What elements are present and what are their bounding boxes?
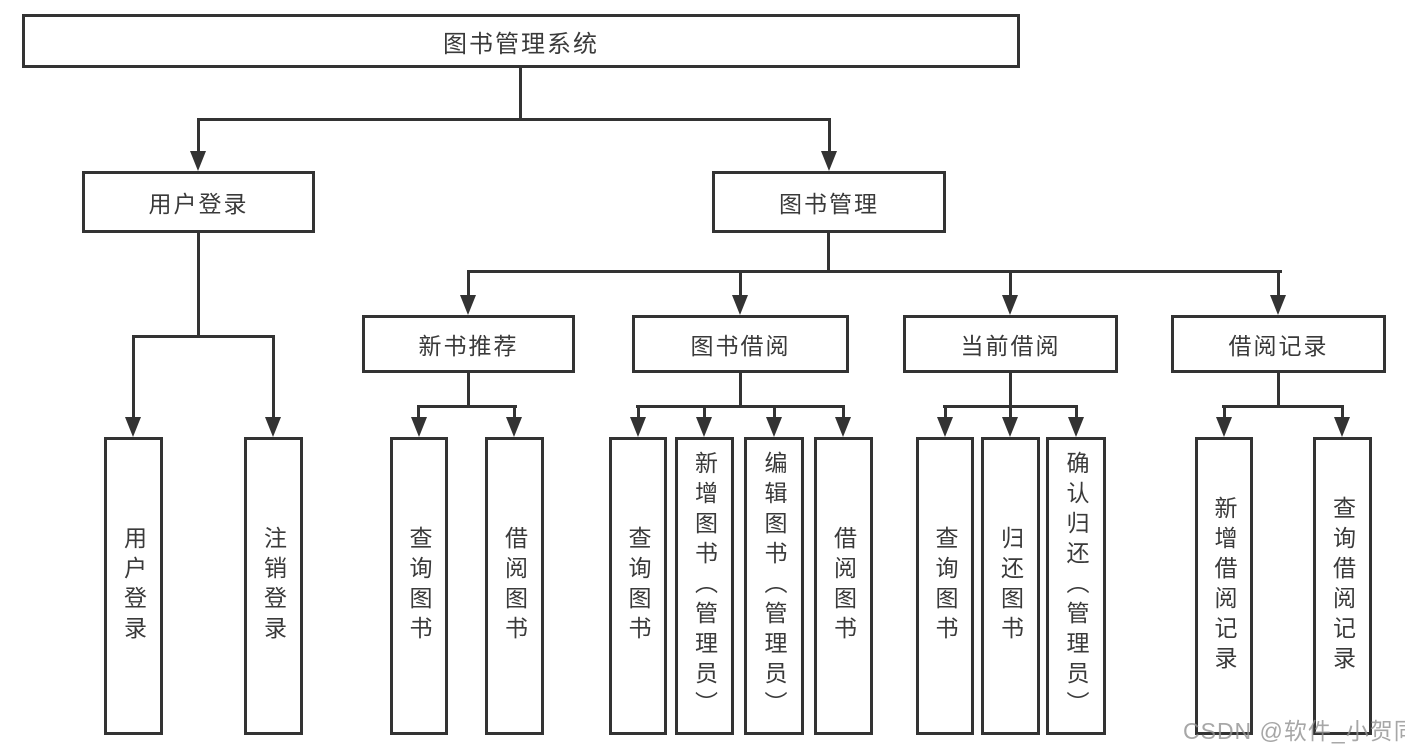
node-library-management-system: 图书管理系统	[22, 14, 1020, 68]
node-book-borrowing: 图书借阅	[632, 315, 849, 373]
node-label: 图书管理系统	[443, 30, 599, 58]
node-label: 用户登录	[148, 191, 249, 217]
node-new-book-recommendation: 新书推荐	[362, 315, 575, 373]
connector-line	[132, 337, 135, 419]
node-borrowing-records: 借阅记录	[1171, 315, 1386, 373]
leaf-add-borrow-record: 新增借阅记录	[1195, 437, 1253, 735]
connector-arrowhead	[265, 417, 281, 437]
connector-arrowhead	[506, 417, 522, 437]
node-label: 注销登录	[260, 526, 287, 646]
node-label: 新增借阅记录	[1211, 496, 1237, 676]
connector-line	[132, 335, 275, 338]
connector-line	[1009, 272, 1012, 298]
connector-line	[1223, 407, 1226, 419]
connector-arrowhead	[460, 295, 476, 315]
connector-arrowhead	[821, 151, 837, 171]
connector-line	[467, 270, 1282, 273]
connector-arrowhead	[937, 417, 953, 437]
node-label: 确认归还（管理员）	[1063, 451, 1089, 721]
leaf-borrow-book-2: 借阅图书	[814, 437, 873, 735]
node-label: 查询图书	[932, 526, 958, 646]
connector-line	[943, 405, 1078, 408]
connector-line	[828, 120, 831, 154]
connector-line	[703, 407, 706, 419]
connector-line	[197, 120, 200, 154]
node-label: 借阅记录	[1228, 333, 1329, 359]
connector-line	[739, 373, 742, 407]
leaf-confirm-return-admin: 确认归还（管理员）	[1046, 437, 1106, 735]
connector-arrowhead	[411, 417, 427, 437]
connector-arrowhead	[1002, 417, 1018, 437]
connector-line	[827, 233, 830, 273]
connector-arrowhead	[732, 295, 748, 315]
connector-line	[519, 68, 522, 121]
leaf-logout-login: 注销登录	[244, 437, 303, 735]
node-label: 归还图书	[997, 526, 1024, 646]
connector-arrowhead	[696, 417, 712, 437]
connector-arrowhead	[1002, 295, 1018, 315]
connector-line	[1009, 407, 1012, 419]
connector-arrowhead	[1216, 417, 1232, 437]
leaf-query-book-3: 查询图书	[916, 437, 974, 735]
node-book-management: 图书管理	[712, 171, 946, 233]
node-label: 借阅图书	[501, 526, 528, 646]
node-label: 当前借阅	[960, 333, 1061, 359]
connector-line	[1075, 407, 1078, 419]
connector-line	[1341, 407, 1344, 419]
node-label: 新书推荐	[418, 333, 519, 359]
connector-line	[739, 272, 742, 298]
leaf-add-book-admin: 新增图书（管理员）	[675, 437, 734, 735]
connector-line	[467, 373, 470, 407]
leaf-query-borrow-record: 查询借阅记录	[1313, 437, 1372, 735]
connector-line	[467, 272, 470, 298]
node-label: 查询图书	[625, 526, 651, 646]
connector-arrowhead	[190, 151, 206, 171]
leaf-return-book: 归还图书	[981, 437, 1040, 735]
node-label: 用户登录	[120, 526, 147, 646]
connector-line	[417, 405, 517, 408]
connector-line	[197, 118, 831, 121]
connector-line	[1009, 373, 1012, 407]
node-label: 新增图书（管理员）	[691, 451, 718, 721]
connector-line	[1277, 272, 1280, 298]
connector-line	[636, 405, 845, 408]
node-label: 图书借阅	[690, 333, 791, 359]
connector-line	[197, 233, 200, 338]
connector-arrowhead	[766, 417, 782, 437]
node-current-borrowing: 当前借阅	[903, 315, 1118, 373]
connector-arrowhead	[1270, 295, 1286, 315]
node-label: 查询图书	[406, 526, 432, 646]
node-label: 借阅图书	[830, 526, 857, 646]
connector-arrowhead	[630, 417, 646, 437]
connector-line	[272, 337, 275, 419]
leaf-borrow-book-1: 借阅图书	[485, 437, 544, 735]
connector-line	[1222, 405, 1344, 408]
connector-arrowhead	[125, 417, 141, 437]
connector-line	[773, 407, 776, 419]
leaf-query-book-2: 查询图书	[609, 437, 667, 735]
connector-arrowhead	[1068, 417, 1084, 437]
connector-arrowhead	[835, 417, 851, 437]
connector-line	[637, 407, 640, 419]
connector-line	[1277, 373, 1280, 407]
node-label: 编辑图书（管理员）	[761, 451, 787, 721]
node-label: 查询借阅记录	[1329, 496, 1356, 676]
connector-line	[842, 407, 845, 419]
leaf-query-book-1: 查询图书	[390, 437, 448, 735]
connector-line	[513, 407, 516, 419]
connector-line	[944, 407, 947, 419]
node-user-login: 用户登录	[82, 171, 315, 233]
csdn-watermark: CSDN @软件_小贺同学	[1183, 718, 1405, 744]
leaf-user-login: 用户登录	[104, 437, 163, 735]
node-label: 图书管理	[779, 191, 879, 217]
connector-arrowhead	[1334, 417, 1350, 437]
connector-line	[417, 407, 420, 419]
leaf-edit-book-admin: 编辑图书（管理员）	[744, 437, 804, 735]
